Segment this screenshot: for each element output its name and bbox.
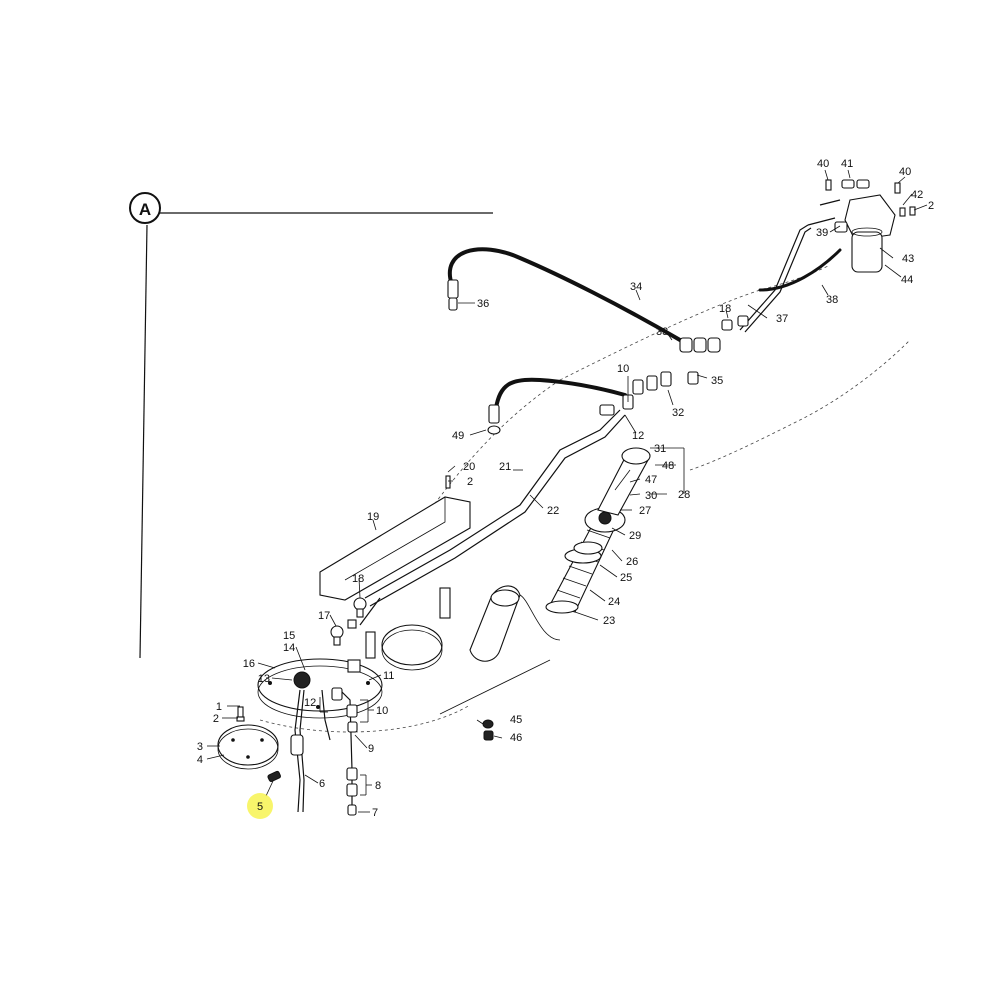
callout-10b: 10 [617, 363, 629, 375]
callout-2: 2 [213, 713, 219, 725]
vent-tube [439, 585, 561, 715]
callout-29: 29 [629, 530, 641, 542]
callout-5-highlight [247, 793, 273, 819]
callout-10: 10 [376, 705, 388, 717]
callout-39: 39 [816, 227, 828, 239]
rigid-fuel-pipes [359, 409, 626, 626]
section-a-frame: A [129, 192, 493, 659]
filler-neck-assembly [545, 447, 651, 614]
callout-30: 30 [645, 490, 657, 502]
callout-20: 20 [463, 461, 475, 473]
callout-24: 24 [608, 596, 620, 608]
callout-43: 43 [902, 253, 914, 265]
callout-34: 34 [630, 281, 642, 293]
callout-32: 32 [672, 407, 684, 419]
callout-12: 12 [304, 697, 316, 709]
callout-13: 13 [258, 673, 270, 685]
section-marker: A [139, 200, 151, 219]
callout-16: 16 [243, 658, 255, 670]
callout-45: 45 [510, 714, 522, 726]
callout-18b: 18 [719, 303, 731, 315]
pipe-guard-channel [319, 475, 471, 619]
callout-48: 48 [662, 460, 674, 472]
access-cover-plate [365, 624, 443, 671]
callout-3: 3 [197, 741, 203, 753]
callout-2c: 2 [928, 200, 934, 212]
callout-5: 5 [257, 801, 263, 813]
cap-and-plug [482, 719, 494, 741]
tank-sender-plate [257, 658, 383, 815]
callout-1: 1 [216, 701, 222, 713]
callout-27: 27 [639, 505, 651, 517]
sender-fittings [331, 687, 358, 816]
callout-21: 21 [499, 461, 511, 473]
callout-6: 6 [319, 778, 325, 790]
callouts: 1 2 3 4 5 6 7 8 9 10 11 12 13 14 15 16 1… [197, 158, 934, 819]
callout-42: 42 [911, 189, 923, 201]
callout-33: 33 [656, 326, 668, 338]
callout-11: 11 [383, 670, 394, 682]
fuel-filter-assembly [807, 179, 916, 273]
callout-46: 46 [510, 732, 522, 744]
callout-4: 4 [197, 754, 203, 766]
callout-17: 17 [318, 610, 330, 622]
callout-40b: 40 [899, 166, 911, 178]
callout-44: 44 [901, 274, 913, 286]
callout-15: 15 [283, 630, 295, 642]
callout-2b: 2 [467, 476, 473, 488]
callout-12b: 12 [632, 430, 644, 442]
callout-31: 31 [654, 443, 666, 455]
callout-35: 35 [711, 375, 723, 387]
callout-28: 28 [678, 489, 690, 501]
callout-26: 26 [626, 556, 638, 568]
callout-19: 19 [367, 511, 379, 523]
callout-37: 37 [776, 313, 788, 325]
leader-lines [206, 169, 928, 813]
callout-14: 14 [283, 642, 295, 654]
callout-40: 40 [817, 158, 829, 170]
callout-25: 25 [620, 572, 632, 584]
gauge-and-fitting [330, 597, 367, 646]
callout-41: 41 [841, 158, 853, 170]
small-cover-plate [217, 706, 281, 783]
callout-47: 47 [645, 474, 657, 486]
callout-23: 23 [603, 615, 615, 627]
callout-7: 7 [372, 807, 378, 819]
callout-38: 38 [826, 294, 838, 306]
feed-hose-and-pipe [739, 224, 842, 333]
callout-18: 18 [352, 573, 364, 585]
callout-22: 22 [547, 505, 559, 517]
callout-9: 9 [368, 743, 374, 755]
callout-36: 36 [477, 298, 489, 310]
callout-8: 8 [375, 780, 381, 792]
flexible-hoses [447, 247, 682, 435]
callout-49: 49 [452, 430, 464, 442]
